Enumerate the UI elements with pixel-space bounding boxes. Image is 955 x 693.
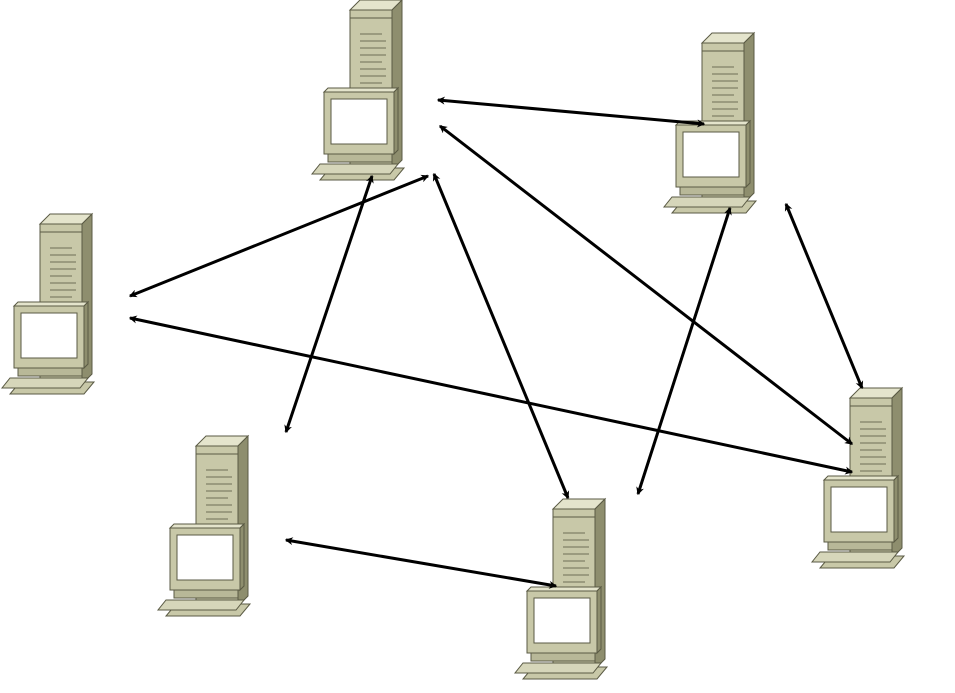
link-top-to-top-right [436, 96, 706, 128]
link-bottom-left-to-bottom-center [284, 537, 558, 589]
node-bottom-left-workstation-icon [157, 435, 251, 617]
link-top-right-to-right [784, 202, 864, 390]
node-right-workstation-icon [811, 387, 905, 569]
node-left-workstation-icon [1, 213, 95, 395]
node-bottom-center-workstation-icon [514, 498, 608, 680]
links-layer [128, 96, 864, 589]
link-top-to-left [128, 174, 430, 298]
link-top-to-bottom-center [432, 172, 570, 500]
link-top-right-to-bottom-center [636, 206, 732, 496]
node-top-workstation-icon [311, 0, 405, 181]
